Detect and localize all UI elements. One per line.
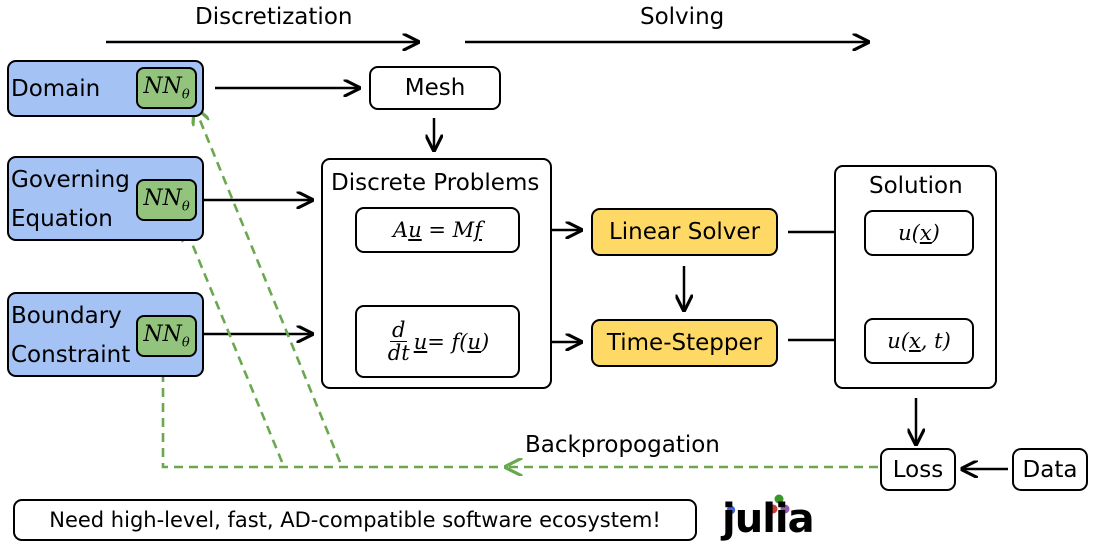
julia-dot-3	[780, 504, 790, 514]
julia-logo: julia	[722, 488, 815, 550]
governing-label-line2: Equation	[11, 206, 113, 232]
julia-logo-text: julia	[722, 496, 815, 542]
julia-dot-1	[774, 494, 784, 504]
solution-box: Solution u(x) u(x, t)	[834, 165, 997, 389]
solving-label: Solving	[640, 4, 725, 30]
loss-box: Loss	[880, 448, 956, 491]
nn-theta-governing: NNθ	[136, 179, 197, 221]
governing-label-line1: Governing	[11, 167, 130, 193]
time-stepper-box: Time-Stepper	[591, 319, 778, 367]
boundary-label-line1: Boundary	[11, 303, 122, 329]
domain-label: Domain	[11, 76, 101, 102]
backprop-to-boundary	[163, 358, 498, 469]
mesh-box: Mesh	[369, 66, 501, 110]
footer-statement: Need high-level, fast, AD-compatible sof…	[49, 508, 661, 532]
footer-statement-box: Need high-level, fast, AD-compatible sof…	[13, 499, 697, 541]
data-label: Data	[1022, 456, 1078, 483]
solution-title: Solution	[869, 173, 963, 199]
data-box: Data	[1012, 448, 1088, 491]
linear-solver-label: Linear Solver	[608, 219, 761, 245]
domain-box: Domain NNθ	[7, 60, 204, 117]
nn-theta-boundary: NNθ	[136, 315, 197, 357]
julia-dot-2	[768, 504, 778, 514]
loss-label: Loss	[892, 456, 944, 483]
linear-solver-box: Linear Solver	[591, 208, 778, 256]
julia-dot-0	[726, 505, 736, 515]
backprop-to-domain	[195, 108, 342, 463]
time-stepper-label: Time-Stepper	[606, 330, 763, 356]
boundary-constraint-box: Boundary Constraint NNθ	[7, 292, 204, 377]
julia-logo-dots	[726, 494, 790, 515]
nn-theta-domain: NNθ	[136, 67, 197, 109]
discrete-problems-title: Discrete Problems	[331, 170, 540, 196]
solution-dynamic-box: u(x, t)	[864, 318, 974, 364]
mesh-label: Mesh	[404, 75, 466, 101]
equation-static-box: Au = Mf	[355, 207, 520, 253]
backprop-to-governing	[184, 224, 284, 463]
boundary-label-line2: Constraint	[11, 342, 131, 368]
backpropagation-label: Backpropogation	[525, 432, 720, 458]
solution-static-box: u(x)	[864, 210, 974, 256]
backprop-paths	[163, 108, 878, 467]
governing-equation-box: Governing Equation NNθ	[7, 156, 204, 241]
discretization-label: Discretization	[195, 4, 353, 30]
